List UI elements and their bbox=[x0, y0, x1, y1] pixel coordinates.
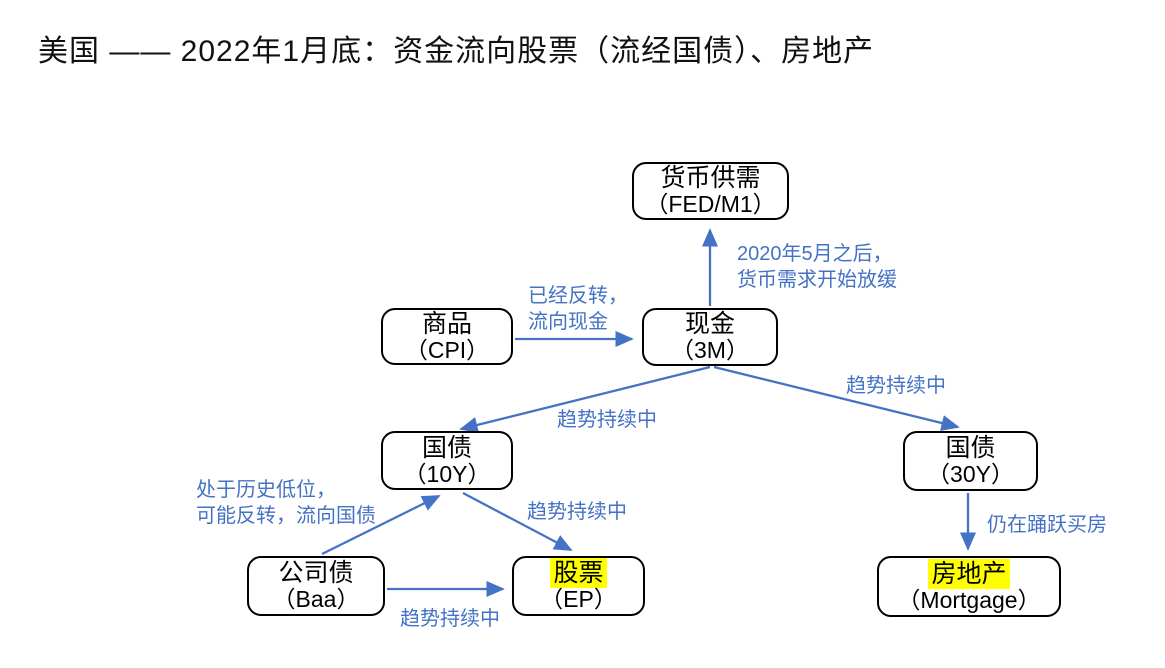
edge-label-line: 2020年5月之后， bbox=[737, 243, 893, 265]
edge-label-corp-to-treasury-10y: 处于历史低位， 可能反转，流向国债 bbox=[196, 477, 376, 529]
arrow-corp-to-treasury-10y bbox=[321, 494, 441, 556]
node-real-estate-mortgage: 房地产 （Mortgage） bbox=[877, 556, 1061, 617]
node-label: 商品 bbox=[421, 309, 472, 338]
node-sublabel: （Baa） bbox=[272, 586, 360, 613]
node-sublabel: （3M） bbox=[671, 337, 749, 364]
node-sublabel: （EP） bbox=[540, 586, 617, 613]
node-label-highlighted: 房地产 bbox=[928, 558, 1010, 589]
node-money-supply-demand: 货币供需 （FED/M1） bbox=[632, 162, 789, 220]
edge-label-line: 处于历史低位， bbox=[196, 479, 336, 501]
node-sublabel: （CPI） bbox=[404, 336, 490, 363]
node-goods-cpi: 商品 （CPI） bbox=[381, 308, 513, 365]
node-label: 现金 bbox=[684, 310, 735, 339]
edge-label-line: 可能反转，流向国债 bbox=[196, 505, 376, 527]
edge-label-line: 流向现金 bbox=[528, 311, 608, 333]
node-sublabel: （Mortgage） bbox=[897, 586, 1041, 613]
node-label: 国债 bbox=[421, 433, 472, 462]
edge-label-line: 已经反转， bbox=[528, 285, 628, 307]
arrow-treasury-10y-to-stock bbox=[462, 491, 573, 552]
page-title: 美国 —— 2022年1月底：资金流向股票（流经国债）、房地产 bbox=[38, 35, 875, 68]
node-label-highlighted: 股票 bbox=[550, 558, 607, 589]
node-sublabel: （10Y） bbox=[403, 460, 491, 487]
node-treasury-30y: 国债 （30Y） bbox=[903, 431, 1038, 491]
node-treasury-10y: 国债 （10Y） bbox=[381, 431, 513, 490]
arrow-cash-to-treasury-10y bbox=[459, 365, 711, 433]
node-label: 货币供需 bbox=[660, 164, 761, 193]
node-sublabel: （30Y） bbox=[927, 461, 1014, 488]
node-stock-ep: 股票 （EP） bbox=[512, 556, 645, 616]
arrow-cash-to-treasury-30y bbox=[713, 365, 960, 431]
edge-label-cash-to-money-supply: 2020年5月之后， 货币需求开始放缓 bbox=[737, 241, 897, 293]
edge-label-corp-to-stock: 趋势持续中 bbox=[400, 608, 500, 630]
node-label: 公司债 bbox=[278, 559, 354, 588]
edge-label-line: 货币需求开始放缓 bbox=[737, 269, 897, 291]
edge-label-goods-to-cash: 已经反转， 流向现金 bbox=[528, 283, 628, 335]
node-corporate-bond-baa: 公司债 （Baa） bbox=[247, 556, 385, 616]
node-cash-3m: 现金 （3M） bbox=[642, 308, 778, 366]
edge-label-cash-to-treasury-30y: 趋势持续中 bbox=[846, 375, 946, 397]
edge-label-treasury-30y-to-real-estate: 仍在踊跃买房 bbox=[987, 514, 1107, 536]
node-sublabel: （FED/M1） bbox=[645, 191, 776, 218]
edge-label-treasury-10y-to-stock: 趋势持续中 bbox=[527, 501, 627, 523]
edge-label-cash-to-treasury-10y: 趋势持续中 bbox=[557, 409, 657, 431]
node-label: 国债 bbox=[945, 434, 996, 463]
